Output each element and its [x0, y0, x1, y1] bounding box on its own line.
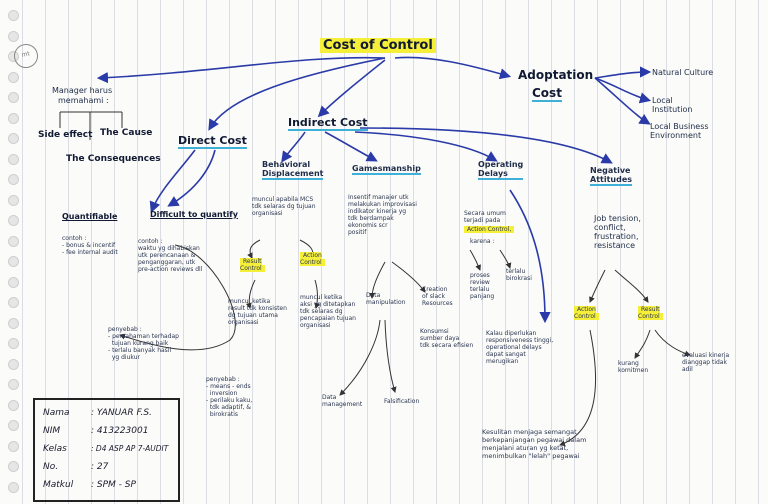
behavioral-text: muncul apabila MCS tdk selaras dg tujuan…: [252, 196, 316, 217]
data-manipulation-label: Data manipulation: [366, 292, 406, 306]
indirect-cost-heading: Indirect Cost: [288, 116, 368, 131]
binding-hole: [8, 440, 19, 452]
binding-hole: [8, 30, 19, 42]
binding-hole: [8, 174, 19, 185]
identity-row-no: No.: 27: [43, 462, 109, 472]
binding-hole: [8, 338, 19, 349]
gamesmanship-text: Insentif manajer utk melakukan improvisa…: [348, 194, 417, 236]
binding-hole: [8, 420, 19, 431]
adaptation-item-local-business: Local Business Environment: [650, 122, 709, 140]
kurang-komitmen-text: kurang komitmen: [618, 360, 649, 374]
binding-hole: [8, 215, 19, 226]
kesimpulan-text: Kesulitan menjaga semangat berkepanjanga…: [482, 428, 587, 460]
kalau-text: Kalau diperlukan responsiveness tinggi, …: [486, 330, 554, 365]
binding-hole: [8, 297, 19, 308]
quantifiable-heading: Quantifiable: [62, 212, 118, 221]
identity-row-kelas: Kelas: D4 ASP AP 7-AUDIT: [43, 444, 169, 454]
evaluasi-text: evaluasi kinerja dianggap tidak adil: [682, 352, 730, 373]
karena-label: karena :: [470, 238, 495, 245]
identity-row-nama: Nama: YANUAR F.S.: [43, 408, 152, 418]
result-control-desc: muncul ketika result tdk konsisten dg tu…: [228, 298, 287, 326]
binding-holes: [6, 0, 20, 504]
adaptation-item-local-institution: Local Institution: [652, 96, 693, 114]
falsification-label: Falsification: [384, 398, 420, 405]
proses-review-text: proses review terlalu panjang: [470, 272, 495, 300]
result-control-tag: Result Control: [240, 258, 265, 272]
konsumsi-text: Konsumsi sumber daya tdk secara efisien: [420, 328, 474, 349]
binding-hole: [8, 10, 19, 21]
binding-hole: [8, 399, 19, 411]
the-cause-label: The Cause: [100, 128, 153, 138]
action-control-tag: Action Control: [300, 252, 325, 266]
negative-attitudes-heading: Negative Attitudes: [590, 166, 633, 186]
identity-row-matkul: Matkul: SPM - SP: [43, 480, 136, 490]
identity-box: Nama: YANUAR F.S. NIM: 413223001 Kelas: …: [33, 398, 180, 502]
consequences-label: The Consequences: [66, 154, 161, 164]
binding-hole: [8, 461, 19, 472]
difficult-heading: Difficult to quantify: [150, 210, 238, 219]
binding-hole: [8, 481, 19, 493]
binding-hole: [8, 235, 19, 247]
binding-hole: [8, 256, 19, 267]
binding-hole: [8, 71, 19, 83]
operating-delays-heading: Operating Delays: [478, 160, 524, 180]
diagram-title: Cost of Control: [320, 38, 436, 53]
binding-hole: [8, 51, 19, 62]
manager-note-line1: Manager harus: [52, 86, 113, 95]
action-control-tag-3: Action Control: [574, 306, 599, 320]
manager-note-line2: memahami :: [58, 96, 109, 105]
binding-hole: [8, 317, 19, 329]
binding-hole: [8, 194, 19, 206]
side-effect-label: Side effect: [38, 130, 93, 140]
action-control-desc: muncul ketika aksi yg ditetapkan tdk sel…: [300, 294, 356, 329]
penyebab-action: penyebab : - means - ends inversion - pe…: [206, 376, 253, 418]
adaptation-item-natural-culture: Natural Culture: [652, 68, 714, 77]
data-management-label: Data management: [322, 394, 363, 408]
action-control-tag-2: Action Control,: [464, 226, 515, 233]
penyebab-result: penyebab : - pemahaman terhadap tujuan k…: [108, 326, 179, 361]
negative-attitudes-text: Job tension, conflict, frustration, resi…: [594, 214, 641, 250]
adaptation-cost-line2: Cost: [532, 86, 562, 102]
gamesmanship-heading: Gamesmanship: [352, 164, 421, 175]
operating-text: Secara umum terjadi pada: [464, 210, 506, 224]
binding-hole: [8, 133, 19, 144]
binding-hole: [8, 112, 19, 124]
identity-row-nim: NIM: 413223001: [43, 426, 149, 436]
difficult-text: contoh : waktu yg dihabiskan utk perenca…: [138, 238, 203, 273]
binding-hole: [8, 276, 19, 288]
quantifiable-text: contoh : - bonus & incentif - fee intern…: [62, 235, 118, 256]
terlalu-birokrasi-text: terlalu birokrasi: [506, 268, 532, 282]
direct-cost-heading: Direct Cost: [178, 134, 247, 149]
binding-hole: [8, 358, 19, 370]
behavioral-displacement-heading: Behavioral Displacement: [262, 160, 324, 180]
binding-hole: [8, 379, 19, 390]
result-control-tag-3: Result Control: [638, 306, 663, 320]
binding-hole: [8, 92, 19, 103]
adaptation-cost-line1: Adoptation: [518, 68, 594, 82]
creation-slack-label: Creation of slack Resources: [422, 286, 453, 307]
binding-hole: [8, 153, 19, 165]
